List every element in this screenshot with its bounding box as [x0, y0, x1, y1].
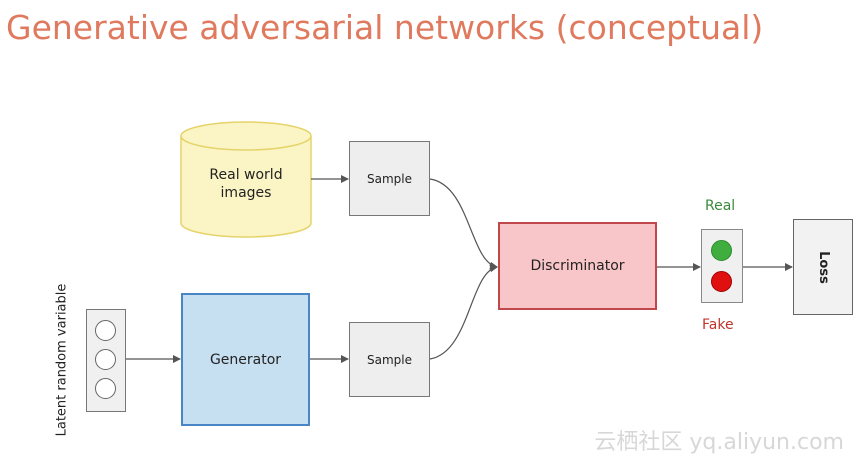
discriminator-label: Discriminator — [530, 258, 625, 274]
real-light-icon — [711, 240, 732, 261]
sample-top-label: Sample — [367, 171, 412, 186]
arrow-sample-bottom-to-discriminator — [429, 264, 498, 360]
discriminator-box: Discriminator — [498, 222, 657, 310]
latent-unit-2 — [95, 349, 116, 370]
sample-bottom-box: Sample — [349, 322, 430, 397]
real-label: Real — [705, 198, 736, 214]
loss-label: Loss — [815, 250, 831, 284]
latent-unit-1 — [95, 320, 116, 341]
fake-label: Fake — [702, 317, 734, 333]
real-fake-indicator — [701, 229, 743, 303]
sample-top-box: Sample — [349, 141, 430, 216]
real-world-images-label: Real world images — [209, 167, 283, 201]
latent-unit-3 — [95, 378, 116, 399]
page-title: Generative adversarial networks (concept… — [6, 8, 764, 47]
fake-light-icon — [711, 271, 732, 292]
sample-bottom-label: Sample — [367, 352, 412, 367]
latent-vector-box — [86, 309, 126, 412]
latent-random-variable-label: Latent random variable — [54, 283, 70, 437]
real-world-images-database — [180, 121, 312, 238]
arrow-sample-top-to-discriminator — [429, 178, 498, 270]
generator-label: Generator — [209, 351, 282, 368]
watermark: 云栖社区 yq.aliyun.com — [594, 430, 844, 455]
loss-box: Loss — [793, 219, 853, 315]
generator-box: Generator — [181, 293, 310, 426]
